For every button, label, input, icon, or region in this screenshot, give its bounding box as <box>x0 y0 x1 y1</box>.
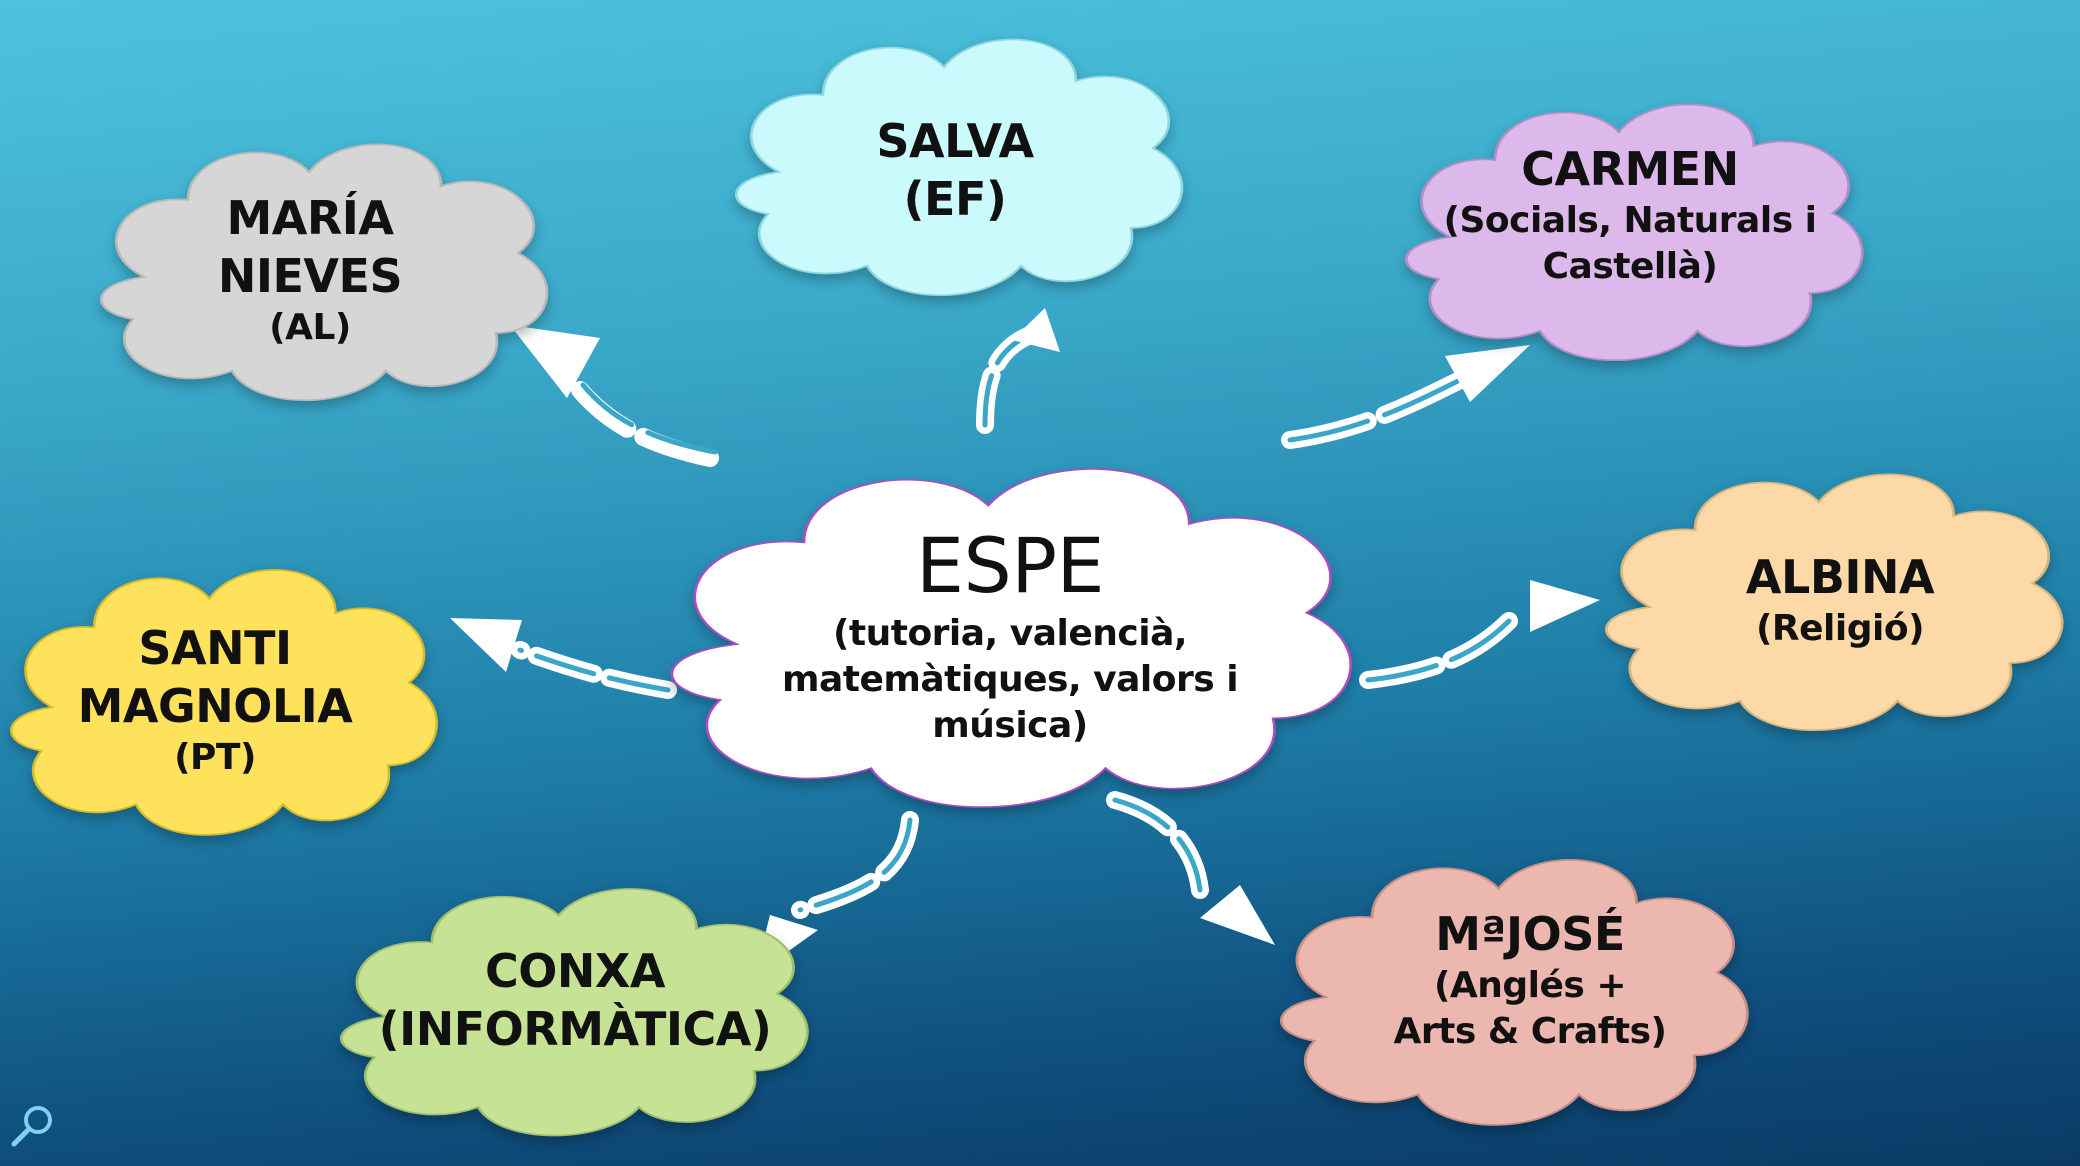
node-conxa: CONXA (INFORMÀTICA) <box>360 935 790 1065</box>
node-majose-sub: (Anglés + Arts & Crafts) <box>1393 965 1667 1052</box>
arrow-to-santi <box>450 618 677 699</box>
node-albina-name: ALBINA <box>1745 550 1935 604</box>
node-maria-sub: (AL) <box>269 307 351 348</box>
arrow-to-maria <box>510 325 719 467</box>
arrow-to-salva <box>976 308 1060 434</box>
magnifier-icon[interactable] <box>8 1100 60 1152</box>
node-carmen-name: CARMEN <box>1521 142 1739 196</box>
node-albina-sub: (Religió) <box>1755 608 1925 649</box>
arrow-to-majose <box>1106 791 1275 945</box>
node-espe-name: ESPE <box>915 521 1105 610</box>
node-carmen-sub: (Socials, Naturals i Castellà) <box>1443 200 1817 287</box>
node-majose-name: MªJOSÉ <box>1435 907 1625 961</box>
node-maria: MARÍA NIEVES (AL) <box>150 180 470 360</box>
node-santi-name: SANTI MAGNOLIA <box>77 621 353 733</box>
node-carmen: CARMEN (Socials, Naturals i Castellà) <box>1440 135 1820 295</box>
node-majose: MªJOSÉ (Anglés + Arts & Crafts) <box>1350 900 1710 1060</box>
node-espe-sub: (tutoria, valencià, matemàtiques, valors… <box>781 613 1239 746</box>
node-maria-name: MARÍA NIEVES <box>217 191 403 303</box>
arrow-to-albina <box>1359 580 1600 689</box>
node-salva: SALVA (EF) <box>800 105 1110 235</box>
node-albina: ALBINA (Religió) <box>1680 545 2000 655</box>
node-santi-sub: (PT) <box>174 737 256 778</box>
connector-arrows <box>450 308 1600 975</box>
arrow-to-carmen <box>1281 345 1530 449</box>
node-conxa-name: CONXA (INFORMÀTICA) <box>378 944 772 1056</box>
node-salva-name: SALVA (EF) <box>876 114 1034 226</box>
node-espe: ESPE (tutoria, valencià, matemàtiques, v… <box>760 520 1260 750</box>
node-santi: SANTI MAGNOLIA (PT) <box>50 615 380 785</box>
